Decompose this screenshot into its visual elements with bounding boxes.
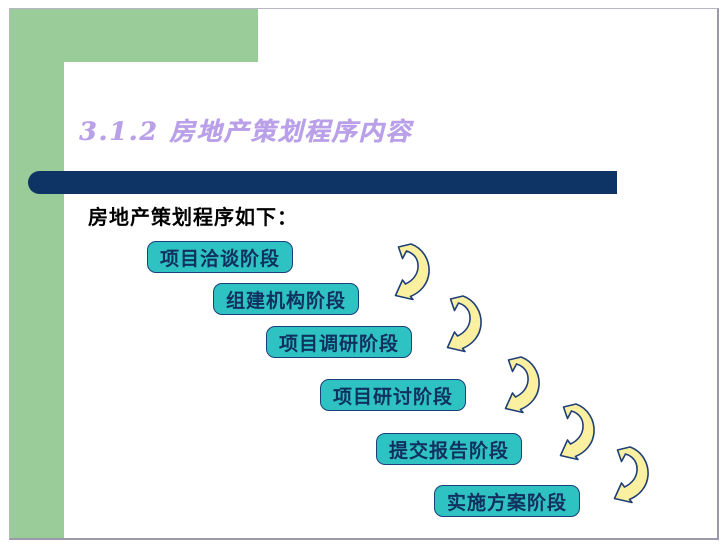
green-sidebar-panel [10,9,64,538]
green-top-band [10,9,258,62]
process-step-3[interactable]: 项目调研阶段 [266,326,412,358]
step-arrow-5 [608,444,654,504]
slide-frame: 3.1.2 房地产策划程序内容 房地产策划程序如下： 项目洽谈阶段组建机构阶段项… [9,8,719,540]
lead-paragraph: 房地产策划程序如下： [88,205,298,229]
process-step-2[interactable]: 组建机构阶段 [213,283,359,315]
step-arrow-1 [389,241,435,301]
title-underline-bar [28,171,617,194]
process-step-6[interactable]: 实施方案阶段 [434,485,580,517]
step-arrow-4 [554,401,600,461]
process-step-label: 提交报告阶段 [388,439,509,462]
process-step-label: 实施方案阶段 [446,491,567,514]
process-step-label: 项目洽谈阶段 [159,247,280,270]
page-title: 3.1.2 房地产策划程序内容 [79,117,413,146]
process-step-label: 组建机构阶段 [225,289,346,312]
step-arrow-3 [499,354,545,414]
process-step-label: 项目研讨阶段 [332,385,453,408]
process-step-5[interactable]: 提交报告阶段 [376,433,522,465]
process-step-1[interactable]: 项目洽谈阶段 [147,241,293,273]
process-step-label: 项目调研阶段 [278,332,399,355]
step-arrow-2 [441,293,487,353]
process-step-4[interactable]: 项目研讨阶段 [320,379,466,411]
